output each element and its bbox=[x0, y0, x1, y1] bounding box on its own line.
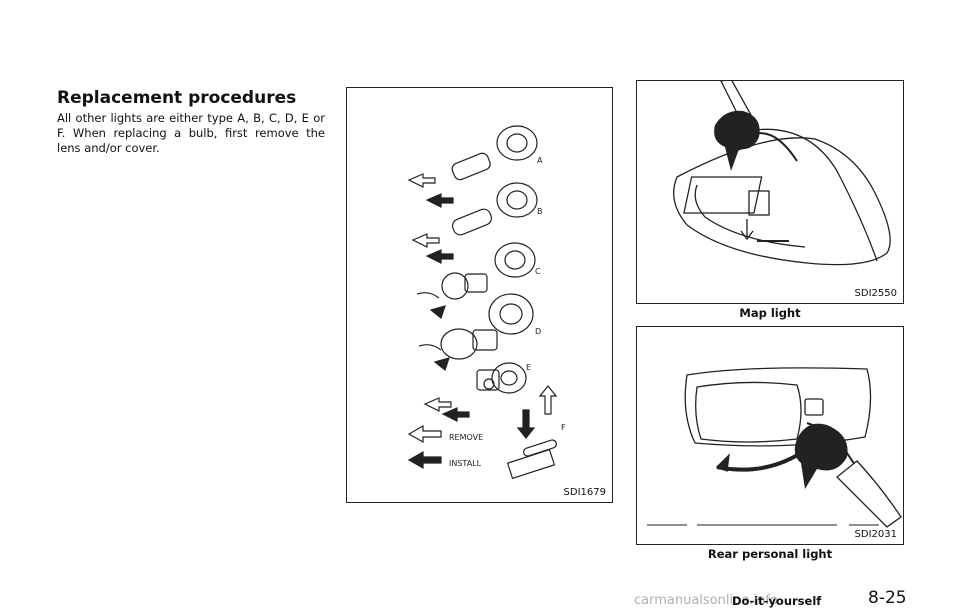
map-light-figure: SDI2550 bbox=[636, 80, 904, 304]
bulb-label-b: B bbox=[537, 207, 543, 216]
bulb-types-figure: A B C D E F REMOVE INSTALL SDI1679 bbox=[346, 87, 613, 503]
bulb-label-d: D bbox=[535, 327, 541, 336]
rear-light-figure: SDI2031 bbox=[636, 326, 904, 545]
legend-install-label: INSTALL bbox=[449, 459, 482, 468]
rear-light-caption: Rear personal light bbox=[707, 547, 833, 561]
bulb-label-c: C bbox=[535, 267, 541, 276]
map-light-illustration bbox=[673, 81, 891, 266]
rear-personal-light-illustration bbox=[647, 367, 902, 528]
footer-page-number: 8-25 bbox=[868, 588, 907, 608]
figure-code: SDI2031 bbox=[854, 529, 897, 540]
figure-code: SDI1679 bbox=[563, 487, 606, 498]
bulb-label-f: F bbox=[561, 423, 566, 432]
figure-code: SDI2550 bbox=[854, 288, 897, 299]
footer-section-name: Do-it-yourself bbox=[732, 594, 822, 608]
bulb-types-illustration: A B C D E F REMOVE INSTALL bbox=[407, 125, 566, 480]
bulb-label-a: A bbox=[537, 156, 543, 165]
watermark: carmanualsonline.info bbox=[634, 593, 778, 608]
bulb-label-e: E bbox=[526, 363, 531, 372]
section-heading: Replacement procedures bbox=[57, 88, 297, 108]
map-light-caption: Map light bbox=[739, 306, 801, 320]
body-paragraph: All other lights are either type A, B, C… bbox=[57, 111, 325, 155]
legend-remove-label: REMOVE bbox=[449, 433, 483, 442]
